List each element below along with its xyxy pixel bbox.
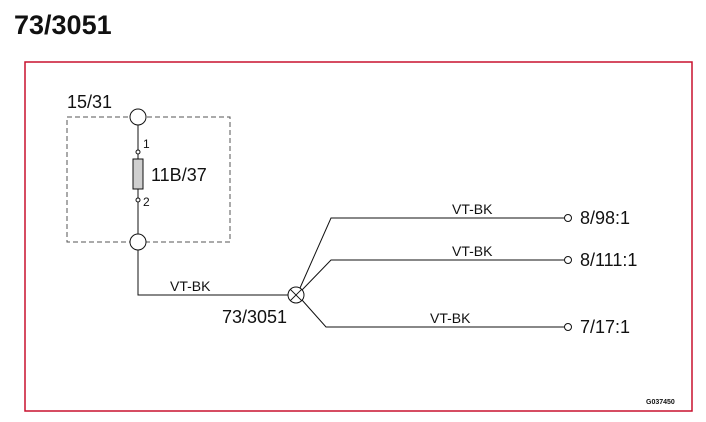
wire-branch-2 xyxy=(301,259,564,291)
component-label: 11B/37 xyxy=(151,165,207,185)
module-label: 15/31 xyxy=(67,92,112,112)
terminal-top-icon xyxy=(129,108,147,126)
wire-branch-1 xyxy=(299,217,564,289)
connector-label-8-98: 8/98:1 xyxy=(580,208,630,228)
module-box xyxy=(66,116,231,243)
wire-module-to-splice xyxy=(137,250,288,296)
wire-label-module: VT-BK xyxy=(170,278,211,294)
wire-label-branch-2: VT-BK xyxy=(452,243,493,259)
pin-1-icon xyxy=(135,149,141,155)
pin-1-label: 1 xyxy=(143,137,150,151)
page-title: 73/3051 xyxy=(14,10,112,40)
pin-2-label: 2 xyxy=(143,195,150,209)
pin-2-icon xyxy=(135,197,141,203)
component-11b37-icon xyxy=(132,158,144,190)
wire-label-branch-1: VT-BK xyxy=(452,201,493,217)
splice-label: 73/3051 xyxy=(222,307,287,327)
terminal-bottom-icon xyxy=(129,233,147,251)
connector-label-8-111: 8/111:1 xyxy=(580,250,637,270)
connector-7-17-icon xyxy=(564,323,572,331)
diagram-frame xyxy=(24,61,693,412)
wire-branch-3 xyxy=(301,299,564,328)
splice-icon xyxy=(287,286,305,304)
figure-code: G037450 xyxy=(646,399,675,406)
connector-label-7-17: 7/17:1 xyxy=(580,317,630,337)
wire-label-branch-3: VT-BK xyxy=(430,310,471,326)
connector-8-98-icon xyxy=(564,214,572,222)
connector-8-111-icon xyxy=(564,256,572,264)
